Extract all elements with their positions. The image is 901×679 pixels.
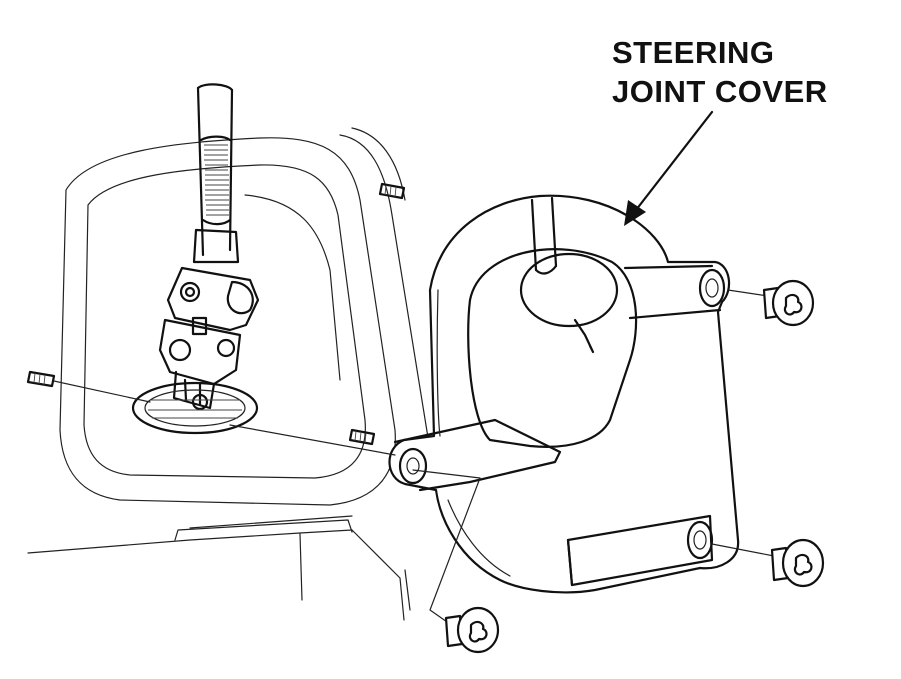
label-line-1: STEERING bbox=[612, 35, 775, 70]
screw-assembly-lines bbox=[229, 289, 775, 625]
steering-joint-cover-label: STEERING JOINT COVER bbox=[612, 33, 892, 111]
screw-icon bbox=[444, 606, 500, 654]
clip-icon bbox=[26, 182, 406, 446]
callout-arrow bbox=[624, 110, 714, 226]
screw-icon bbox=[770, 538, 825, 588]
label-line-2: JOINT COVER bbox=[612, 74, 828, 109]
steering-joint-cover-icon bbox=[388, 194, 740, 594]
screw-icon bbox=[762, 279, 815, 327]
steering-shaft-icon bbox=[192, 83, 240, 264]
universal-joint-icon bbox=[131, 266, 260, 435]
bulkhead-outline bbox=[59, 127, 431, 506]
floor-panel-lines bbox=[27, 515, 411, 621]
